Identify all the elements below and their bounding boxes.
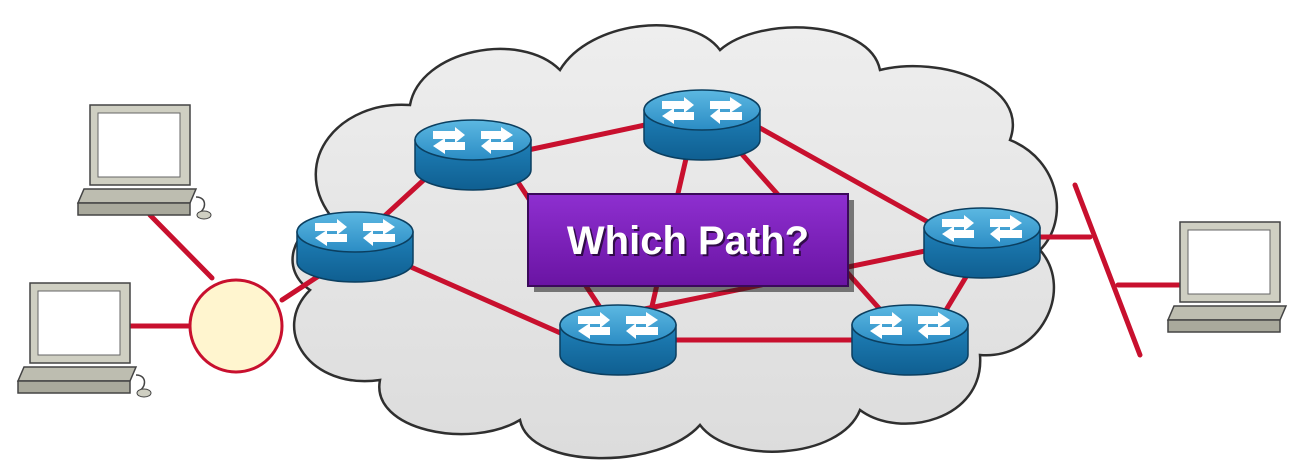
computer-icon bbox=[1166, 221, 1288, 333]
computer-icon bbox=[16, 282, 152, 398]
link-router-r3-router-r5 bbox=[757, 125, 931, 225]
hub-icon bbox=[188, 278, 284, 374]
router-icon bbox=[414, 119, 532, 191]
diagram-title: Which Path? bbox=[567, 219, 809, 263]
router-icon bbox=[559, 304, 677, 376]
router-icon bbox=[851, 304, 969, 376]
ethernet-segment-bar bbox=[1072, 182, 1143, 358]
link-router-r1-router-r4 bbox=[392, 257, 568, 338]
router-icon bbox=[923, 207, 1041, 279]
router-icon bbox=[296, 211, 414, 283]
link-pc-top-left-hub bbox=[147, 212, 215, 281]
computer-icon bbox=[76, 104, 212, 220]
router-icon bbox=[643, 89, 761, 161]
diagram-title: Which Path? bbox=[569, 221, 811, 265]
link-router-r2-router-r3 bbox=[525, 122, 648, 153]
which-path-label: Which Path? Which Path? bbox=[527, 193, 854, 292]
